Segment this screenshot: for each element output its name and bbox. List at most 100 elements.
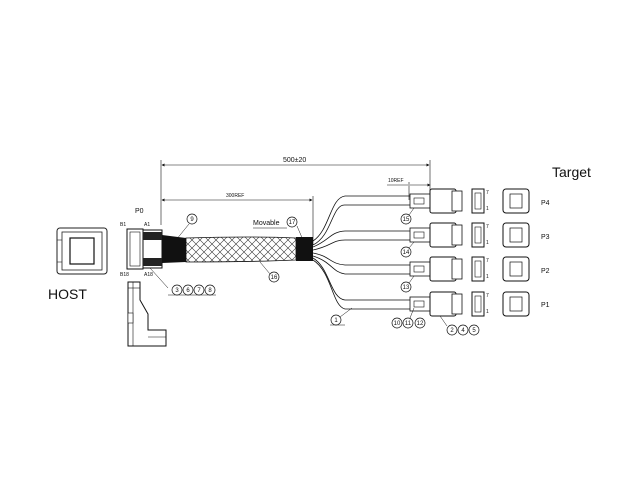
fanout-cable-p2-bottom <box>312 255 430 275</box>
sata-face-p4 <box>502 188 530 214</box>
p0-socket <box>129 231 141 267</box>
callout-number: 11 <box>405 321 412 327</box>
callout-circle <box>400 246 412 258</box>
sata-pin-top-label: 7 <box>486 293 489 299</box>
sata-side-slot <box>474 295 482 313</box>
sata-side-p2: 7 1 <box>471 256 489 282</box>
port-label-p4: P4 <box>541 200 550 207</box>
callout-number: 5 <box>472 328 476 334</box>
host-connector <box>56 227 108 275</box>
sata-face-p1 <box>502 291 530 317</box>
dimension-overall: 500±20 <box>160 157 431 225</box>
fanout-cable-p3-top <box>312 230 430 248</box>
callout-number: 17 <box>289 220 296 226</box>
dimension-braid-label: 300REF <box>226 193 244 199</box>
dimension-braid: 300REF <box>161 193 314 245</box>
callout-circle <box>286 216 298 228</box>
connector-p0 <box>126 228 163 270</box>
callout-circle <box>186 213 198 225</box>
sata-pin-top-label: 7 <box>486 258 489 264</box>
sata-housing-front <box>451 293 463 315</box>
braided-sleeve <box>185 236 297 263</box>
dimension-overall-label: 500±20 <box>283 157 306 164</box>
callout-number: 6 <box>186 288 190 294</box>
side-view-body <box>127 281 167 347</box>
callout-number: 12 <box>417 321 424 327</box>
connector-p0-side-view <box>127 281 167 347</box>
callout-circle <box>204 284 216 296</box>
fanout-cables <box>312 195 430 310</box>
sata-pin-bottom-label: 1 <box>486 206 489 212</box>
sata-housing-front <box>451 190 463 212</box>
sata-housing-front <box>451 224 463 246</box>
callout-number: 9 <box>190 217 194 223</box>
sata-label-window <box>413 231 425 239</box>
callout-number: 10 <box>394 321 401 327</box>
sata-face-p2 <box>502 256 530 282</box>
callout-row-p4: 15 <box>400 207 415 225</box>
movable-label: Movable <box>253 220 280 227</box>
callout-leader <box>408 207 415 216</box>
sata-pin-top-label: 7 <box>486 190 489 196</box>
callout-circle <box>446 324 458 336</box>
callout-245: 2 4 5 <box>439 315 480 336</box>
p0-latch-bottom <box>143 258 162 266</box>
callout-number: 2 <box>450 328 454 334</box>
callout-leader <box>409 307 415 319</box>
port-label-p3: P3 <box>541 234 550 241</box>
sata-face-inner <box>509 227 523 243</box>
sata-face-p3 <box>502 222 530 248</box>
callout-leader <box>296 225 304 241</box>
callout-number: 8 <box>208 288 212 294</box>
callout-circle <box>468 324 480 336</box>
sata-side-p1: 7 1 <box>471 291 489 317</box>
sata-plug-p2 <box>409 256 463 282</box>
fanout-cable-p2-top <box>312 252 430 266</box>
pin-a1-label: A1 <box>144 222 150 228</box>
callout-1011: 10 11 <box>391 307 415 329</box>
dimension-breakout-label: 10REF <box>388 178 404 184</box>
sata-plug-p4 <box>409 188 463 214</box>
sata-pin-top-label: 7 <box>486 224 489 230</box>
callout-number: 13 <box>403 285 410 291</box>
callout-row-p2: 13 <box>400 275 415 293</box>
fanout-cable-p4-top <box>312 195 430 242</box>
host-label: HOST <box>48 286 87 302</box>
sata-face-inner <box>509 261 523 277</box>
cable-sleeve <box>162 235 313 263</box>
sata-side-slot <box>474 226 482 244</box>
callout-circle <box>457 324 469 336</box>
callout-leader <box>149 267 169 289</box>
callout-number: 16 <box>271 275 278 281</box>
pin-b18-label: B18 <box>120 272 129 278</box>
callout-16: 16 <box>259 261 280 283</box>
sata-side-slot <box>474 192 482 210</box>
callout-leader <box>339 307 353 318</box>
callout-number: 3 <box>175 288 179 294</box>
callout-circle <box>402 317 414 329</box>
sata-side-p3: 7 1 <box>471 222 489 248</box>
side-view-tab <box>127 312 134 324</box>
callout-1: 1 <box>330 307 353 326</box>
callout-number: 4 <box>461 328 465 334</box>
sata-face-inner <box>509 296 523 312</box>
callout-circle <box>182 284 194 296</box>
callout-movable: Movable 17 <box>253 216 304 241</box>
callout-number: 1 <box>334 318 338 324</box>
connector-p0-label: P0 <box>135 208 144 215</box>
callout-leader <box>408 241 415 249</box>
callout-circle <box>193 284 205 296</box>
sata-pin-bottom-label: 1 <box>486 309 489 315</box>
sata-face-inner <box>509 193 523 209</box>
callout-circle <box>414 317 426 329</box>
callout-leader <box>259 261 271 275</box>
callout-row-p1: 12 <box>414 317 426 329</box>
port-label-p1: P1 <box>541 302 550 309</box>
callout-circle <box>268 271 280 283</box>
target-label: Target <box>552 164 591 180</box>
callout-9: 9 <box>175 213 198 241</box>
sata-pin-bottom-label: 1 <box>486 240 489 246</box>
sata-side-slot <box>474 260 482 278</box>
sata-housing-front <box>451 258 463 280</box>
sata-plug-p3 <box>409 222 463 248</box>
